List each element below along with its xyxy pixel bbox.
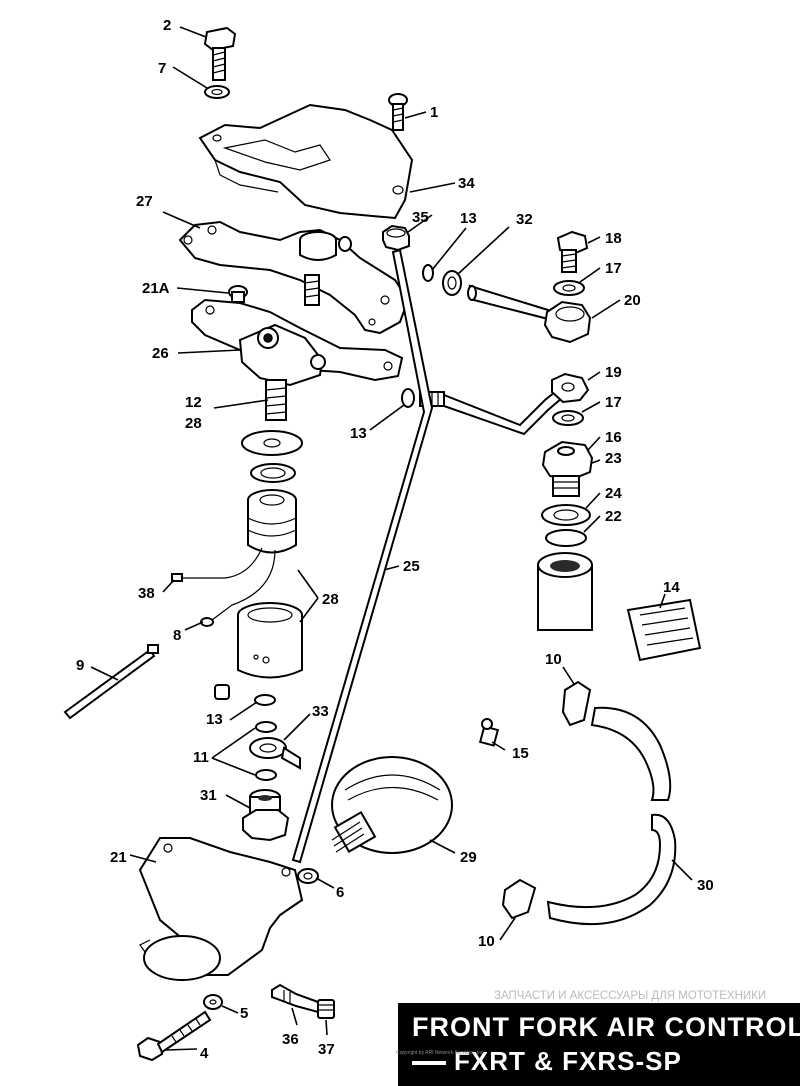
part-32-tube xyxy=(442,270,554,322)
watermark-text: ЗАПЧАСТИ И АКСЕССУАРЫ ДЛЯ МОТОТЕХНИКИ xyxy=(494,990,767,1002)
part-13-oring-upper xyxy=(422,264,434,282)
part-11-washer-bottom xyxy=(255,769,277,781)
callout-6: 6 xyxy=(336,884,344,901)
callout-7: 7 xyxy=(158,60,166,77)
part-2-bolt xyxy=(203,26,237,81)
part-21a-fitting xyxy=(228,285,248,303)
part-17-washer-lower xyxy=(552,410,584,426)
part-28-cover xyxy=(237,602,303,679)
callout-31: 31 xyxy=(200,787,217,804)
callout-21: 21 xyxy=(110,849,127,866)
part-13-oring-mid xyxy=(401,388,415,408)
part-10-clamp-upper xyxy=(561,680,592,727)
part-27-bracket xyxy=(178,220,410,335)
callout-37: 37 xyxy=(318,1041,335,1058)
callout-26: 26 xyxy=(152,345,169,362)
callout-25: 25 xyxy=(403,558,420,575)
part-21-bracket xyxy=(138,837,304,981)
callout-11: 11 xyxy=(193,749,209,766)
part-8-wire xyxy=(211,549,276,621)
callout-9: 9 xyxy=(76,657,84,674)
part-nut-small xyxy=(214,684,230,700)
callout-22: 22 xyxy=(605,508,622,525)
callout-13-top: 13 xyxy=(460,210,477,227)
callout-10-lower: 10 xyxy=(478,933,495,950)
part-33-banjo xyxy=(249,737,301,770)
callout-38: 38 xyxy=(138,585,155,602)
part-5-washer xyxy=(203,994,223,1010)
callout-28-lower: 28 xyxy=(322,591,339,608)
part-37-cap xyxy=(317,999,335,1019)
callout-10-upper: 10 xyxy=(545,651,562,668)
diagram-title: FRONT FORK AIR CONTROL xyxy=(412,1012,800,1042)
callout-20: 20 xyxy=(624,292,641,309)
copyright-note: Copyright by ARI Network Services, Inc. xyxy=(396,1050,485,1056)
part-38-wire xyxy=(180,547,263,579)
leader-lines xyxy=(90,26,693,1051)
callout-14: 14 xyxy=(663,579,680,596)
part-20-fitting xyxy=(543,300,592,344)
part-28-washer-top xyxy=(241,430,303,456)
part-17-washer-upper xyxy=(553,280,585,296)
diagram-subtitle-text: FXRT & FXRS-SP xyxy=(454,1046,682,1076)
part-11-washer-top xyxy=(255,721,277,733)
part-9-tie-strap xyxy=(63,644,159,720)
callout-23: 23 xyxy=(605,450,622,467)
part-31-fitting xyxy=(242,789,290,842)
part-7-washer xyxy=(204,85,230,99)
callout-32: 32 xyxy=(516,211,533,228)
part-29-reservoir xyxy=(331,756,453,854)
callout-24: 24 xyxy=(605,485,622,502)
part-22-oring xyxy=(545,529,587,547)
callout-16: 16 xyxy=(605,429,622,446)
title-box xyxy=(398,1003,800,1086)
callout-19: 19 xyxy=(605,364,622,381)
part-24-washer xyxy=(541,504,591,526)
callout-29: 29 xyxy=(460,849,477,866)
part-10-clamp-lower xyxy=(501,878,537,920)
part-23-valve-nut xyxy=(541,440,594,497)
part-30-hose xyxy=(590,706,672,801)
part-14-decal xyxy=(626,598,702,662)
part-26-arm xyxy=(191,298,404,421)
diagram-subtitle: FXRT & FXRS-SP xyxy=(412,1046,682,1077)
part-13-oring-lower xyxy=(254,694,276,706)
callout-33: 33 xyxy=(312,703,329,720)
part-1-screw xyxy=(388,93,408,131)
title-dash xyxy=(412,1061,446,1066)
callout-12: 12 xyxy=(185,394,202,411)
callout-30: 30 xyxy=(697,877,714,894)
callout-8: 8 xyxy=(173,627,181,644)
callout-2: 2 xyxy=(163,17,171,34)
callout-15: 15 xyxy=(512,745,529,762)
callout-17-top: 17 xyxy=(605,260,622,277)
part-25-air-tube xyxy=(291,248,434,864)
callout-18: 18 xyxy=(605,230,622,247)
callout-5: 5 xyxy=(240,1005,248,1022)
callout-13-bottom: 13 xyxy=(206,711,223,728)
part-4-bolt xyxy=(136,1010,212,1062)
part-6-washer xyxy=(297,868,319,884)
callout-4: 4 xyxy=(200,1045,209,1062)
callout-21a: 21A xyxy=(142,280,170,297)
part-36-fitting xyxy=(271,983,319,1014)
callout-1: 1 xyxy=(430,104,438,121)
part-solenoid-coil xyxy=(247,489,297,554)
callout-34: 34 xyxy=(458,175,475,192)
callout-35: 35 xyxy=(412,209,429,226)
callout-labels: 2 7 1 34 35 27 13 32 18 17 20 21A 26 12 … xyxy=(76,17,714,1062)
part-35-nut xyxy=(382,224,410,252)
callout-13-mid: 13 xyxy=(350,425,367,442)
callout-27: 27 xyxy=(136,193,153,210)
part-34-mounting-plate xyxy=(198,103,414,220)
callout-36: 36 xyxy=(282,1031,299,1048)
callout-17-mid: 17 xyxy=(605,394,622,411)
part-15-valve xyxy=(478,718,500,747)
callout-28-upper: 28 xyxy=(185,415,202,432)
part-18-bolt xyxy=(556,230,589,273)
fork-tube xyxy=(537,552,593,631)
part-28-oring xyxy=(250,463,296,483)
